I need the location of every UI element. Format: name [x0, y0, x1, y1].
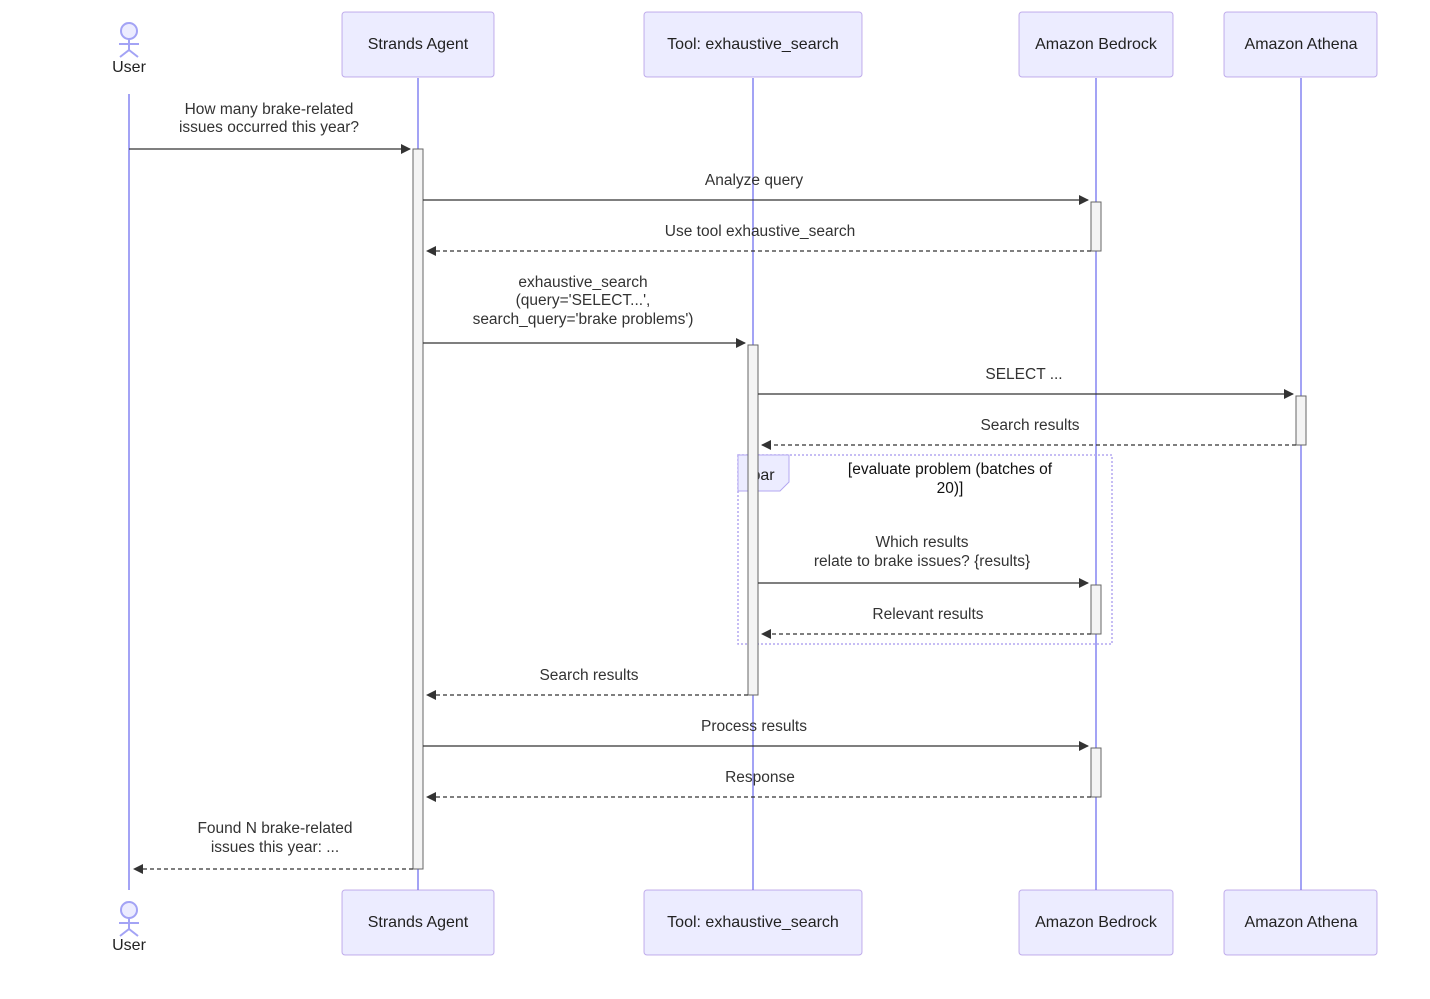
participant-label: Tool: exhaustive_search [667, 36, 839, 53]
message-label: SELECT ... [985, 366, 1062, 383]
message-label: Response [725, 769, 795, 786]
participant-agent-top: Strands Agent [341, 11, 495, 78]
message-label: Use tool exhaustive_search [665, 223, 855, 240]
participant-label: Amazon Bedrock [1035, 36, 1158, 53]
activation-bedrock-evaluate [1090, 584, 1102, 635]
par-frame-border [737, 454, 1113, 645]
participant-athena-bottom: Amazon Athena [1223, 889, 1378, 956]
par-frame-condition-line-2: 20)] [937, 480, 964, 497]
participants-bottom: User Strands Agent Tool: exhaustive_sear… [112, 889, 1378, 956]
message-label: relate to brake issues? {results} [814, 553, 1030, 570]
message-label: Analyze query [705, 172, 803, 189]
participant-tool-bottom: Tool: exhaustive_search [643, 889, 863, 956]
participant-label: Amazon Athena [1245, 36, 1358, 53]
participant-label: Strands Agent [368, 36, 469, 53]
activation-bedrock-analyze [1090, 201, 1102, 252]
message-label: Which results [875, 534, 968, 551]
activation-athena [1295, 395, 1307, 446]
participant-bedrock-top: Amazon Bedrock [1018, 11, 1174, 78]
message-label: Process results [701, 718, 807, 735]
message-label: Found N brake-related [197, 820, 352, 837]
message-label: How many brake-related [185, 101, 354, 118]
message-label: (query='SELECT...', [516, 292, 651, 309]
participants-top: User Strands Agent Tool: exhaustive_sear… [112, 11, 1378, 78]
participant-label: User [112, 59, 146, 76]
activation-bedrock-process [1090, 747, 1102, 798]
participant-athena-top: Amazon Athena [1223, 11, 1378, 78]
message-label: Search results [539, 667, 638, 684]
activation-bars [412, 148, 1307, 870]
participant-label: Amazon Bedrock [1035, 914, 1158, 931]
messages: How many brake-related issues occurred t… [129, 101, 1296, 874]
message-label: Search results [980, 417, 1079, 434]
activation-agent [412, 148, 424, 870]
par-frame-condition-line-1: [evaluate problem (batches of [848, 461, 1053, 478]
user-actor-icon [119, 22, 139, 58]
participant-label: Tool: exhaustive_search [667, 914, 839, 931]
participant-label: Strands Agent [368, 914, 469, 931]
actor-user-top: User [112, 22, 147, 76]
message-label: issues this year: ... [211, 839, 339, 856]
participant-bedrock-bottom: Amazon Bedrock [1018, 889, 1174, 956]
actor-user-bottom: User [112, 901, 147, 954]
participant-label: User [112, 937, 146, 954]
message-label: search_query='brake problems') [473, 311, 694, 328]
message-label: issues occurred this year? [179, 119, 359, 136]
message-label: exhaustive_search [518, 274, 647, 291]
activation-tool [747, 344, 759, 696]
participant-label: Amazon Athena [1245, 914, 1358, 931]
participant-agent-bottom: Strands Agent [341, 889, 495, 956]
participant-tool-top: Tool: exhaustive_search [643, 11, 863, 78]
message-label: Relevant results [872, 606, 983, 623]
user-actor-icon [119, 901, 139, 937]
